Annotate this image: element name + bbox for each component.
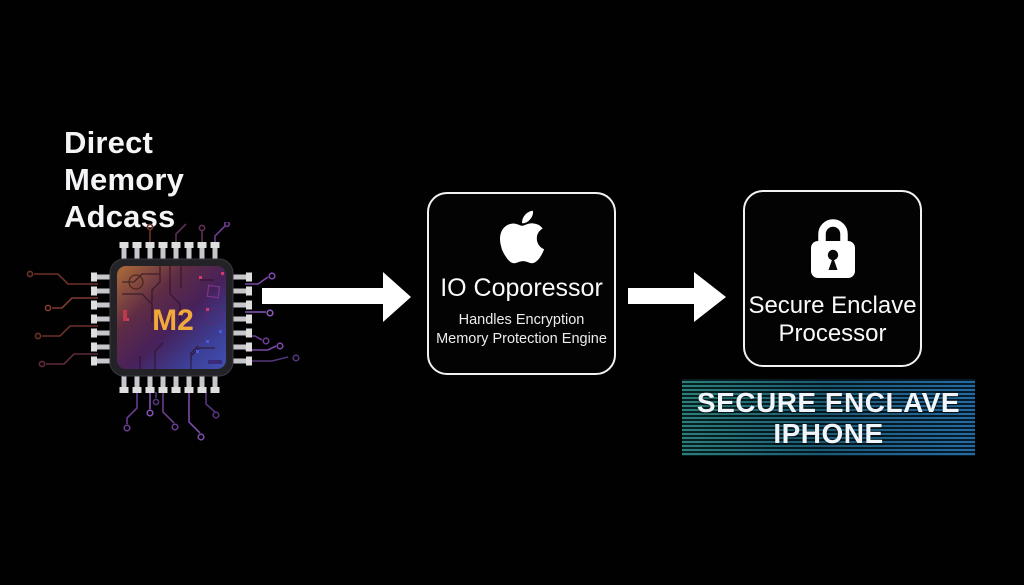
chip-label: M2 bbox=[152, 304, 194, 337]
chip-die bbox=[117, 266, 226, 369]
io-coprocessor-subtitle-line: Handles Encryption bbox=[458, 312, 585, 328]
secure-enclave-title-line: Secure Enclave bbox=[748, 292, 917, 319]
heading-line: Adcass bbox=[64, 199, 176, 234]
heading-line: Direct bbox=[64, 125, 154, 160]
flow-arrow-2 bbox=[628, 272, 726, 322]
node-io-coprocessor: IO Coporessor Handles Encryption Memory … bbox=[427, 192, 616, 375]
secure-enclave-iphone-banner: SECURE ENCLAVE IPHONE bbox=[682, 379, 975, 456]
io-coprocessor-subtitle-line: Memory Protection Engine bbox=[436, 331, 607, 347]
m2-chip-illustration: M2 bbox=[26, 222, 300, 441]
circuit-traces-right bbox=[245, 272, 300, 362]
circuit-traces-bottom bbox=[123, 392, 220, 441]
heading-direct-memory-access: Direct Memory Adcass bbox=[64, 124, 184, 235]
secure-enclave-title-line: Processor bbox=[778, 320, 887, 347]
banner-line: IPHONE bbox=[773, 417, 884, 449]
heading-line: Memory bbox=[64, 162, 185, 197]
chip-inner-dots bbox=[123, 272, 224, 364]
circuit-traces-left bbox=[26, 270, 98, 368]
io-coprocessor-title: IO Coporessor bbox=[440, 274, 603, 302]
apple-icon bbox=[499, 210, 544, 264]
node-secure-enclave-processor: Secure Enclave Processor bbox=[743, 190, 922, 367]
flow-arrow-1 bbox=[262, 272, 411, 322]
chip-pins bbox=[91, 242, 252, 393]
chip-inner-traces bbox=[122, 266, 223, 369]
circuit-traces-top bbox=[146, 222, 231, 243]
banner-line: SECURE ENCLAVE bbox=[696, 386, 961, 418]
lock-icon bbox=[810, 219, 855, 278]
